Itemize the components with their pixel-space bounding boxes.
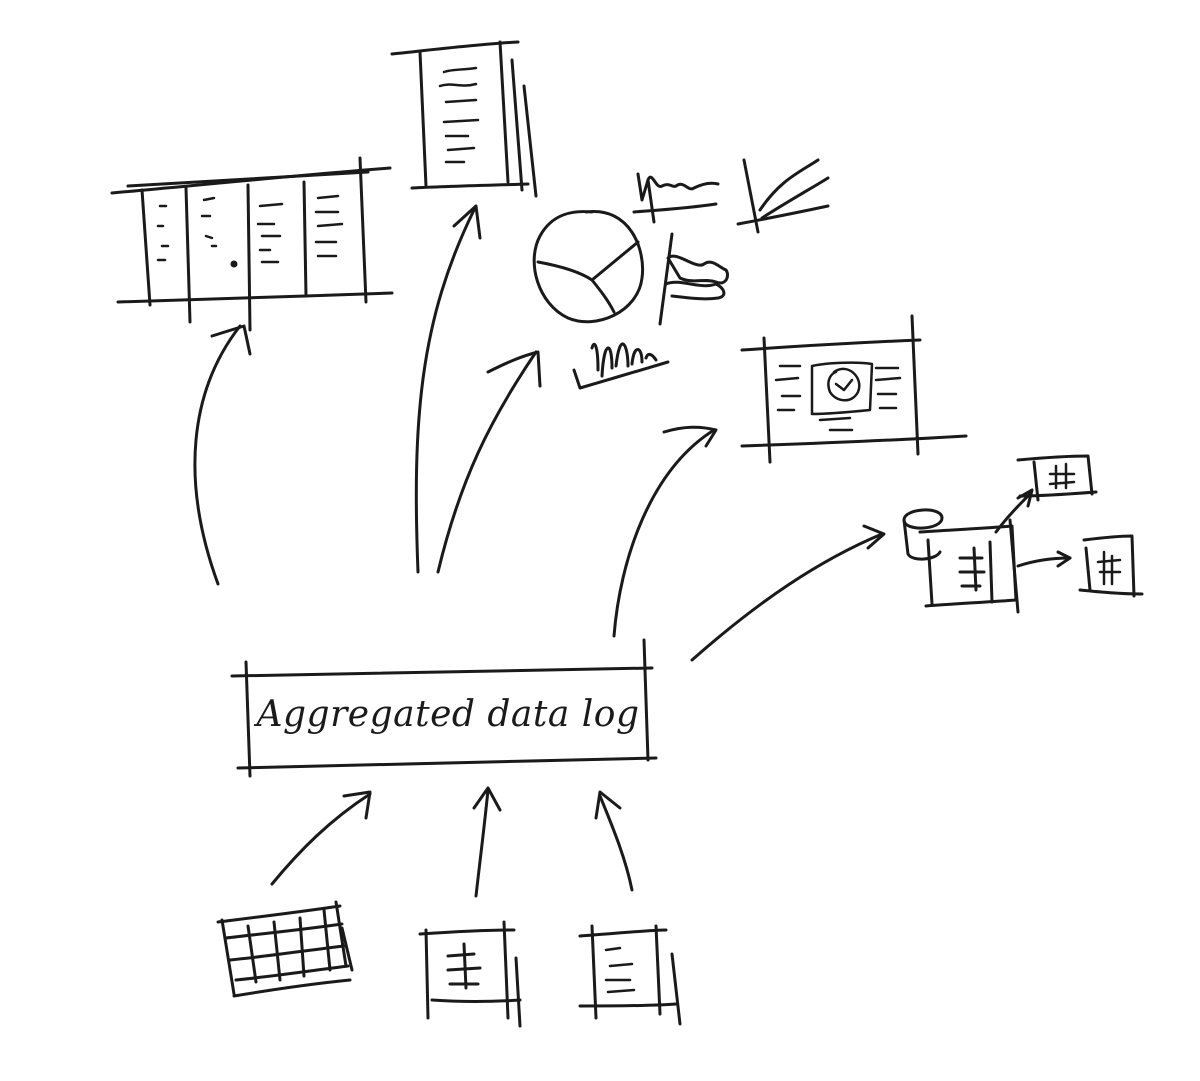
spreadsheet-icon [216,900,354,998]
report-document-icon [390,40,538,198]
input-arrows [270,786,634,898]
arrow-from-spreadsheet [270,792,372,886]
output-arrows [193,204,886,662]
text-document-icon [578,924,682,1026]
bar-flag-chart-icon [658,232,674,326]
arrow-to-table [193,324,242,586]
column-chart-icon [572,360,670,390]
database-icon [902,508,944,530]
hub-box [230,638,658,778]
charts-cluster-icon [532,158,830,390]
line-chart-icon [636,172,720,202]
pie-chart-icon [532,210,645,324]
dashboard-panel-icon [740,314,968,464]
arrow-to-charts [436,350,538,574]
arrow-from-text-doc [598,794,634,892]
arrow-from-table-doc [474,788,490,898]
arrow-to-database [690,532,884,662]
database-tables-icon [902,454,1144,614]
table-icon [110,156,394,332]
arrow-to-report [414,208,476,574]
table-document-icon [418,920,522,1028]
arrow-to-dashboard [612,428,716,638]
hub-label: Aggregated data log [256,694,640,735]
